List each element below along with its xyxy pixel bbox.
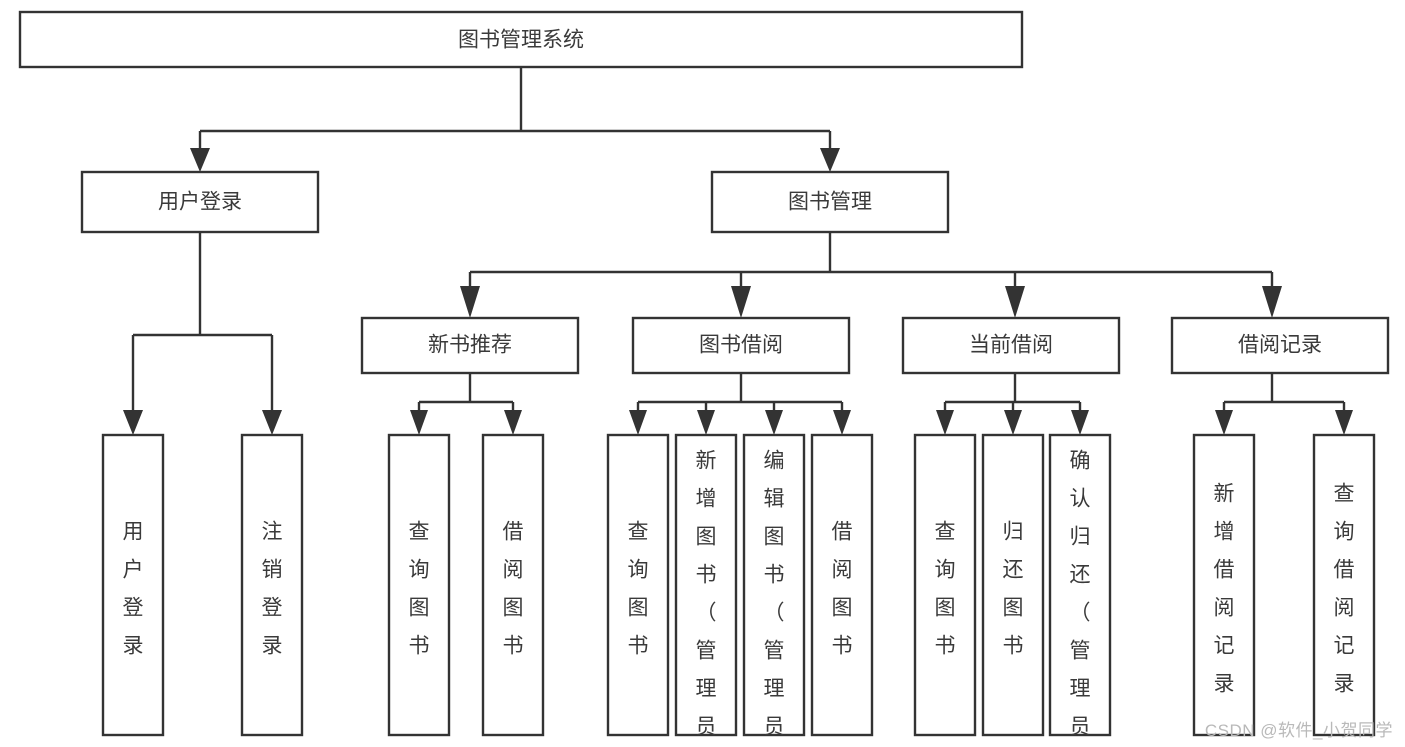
node-book-borrow-label: 图书借阅 bbox=[699, 334, 783, 357]
node-leaf-logout-login[interactable]: 注销登录 bbox=[240, 433, 304, 737]
arrow-head-icon bbox=[1071, 410, 1089, 435]
node-root-label: 图书管理系统 bbox=[458, 29, 584, 52]
node-book-borrow[interactable]: 图书借阅 bbox=[631, 316, 851, 375]
node-leaf-query-book-2-label: 查询图书 bbox=[628, 521, 649, 658]
node-leaf-add-record-box[interactable] bbox=[1192, 433, 1256, 737]
node-leaf-confirm-return-label: 确认归还（管理员） bbox=[1070, 449, 1091, 747]
node-root[interactable]: 图书管理系统 bbox=[18, 10, 1024, 69]
arrow-head-icon bbox=[629, 410, 647, 435]
node-borrow-record-box[interactable] bbox=[1170, 316, 1390, 375]
node-borrow-record-label: 借阅记录 bbox=[1238, 334, 1322, 357]
node-leaf-logout-login-label: 注销登录 bbox=[262, 521, 283, 658]
arrow-head-icon bbox=[765, 410, 783, 435]
node-leaf-query-book-1[interactable]: 查询图书 bbox=[387, 433, 451, 737]
node-leaf-add-record[interactable]: 新增借阅记录 bbox=[1192, 433, 1256, 737]
node-leaf-add-book[interactable]: 新增图书（管理员） bbox=[674, 433, 738, 747]
arrow-head-icon bbox=[460, 286, 480, 318]
node-user-login[interactable]: 用户登录 bbox=[80, 170, 320, 234]
node-leaf-add-book-label: 新增图书（管理员） bbox=[696, 449, 717, 747]
arrow-head-icon bbox=[1215, 410, 1233, 435]
node-book-manage-label: 图书管理 bbox=[788, 191, 872, 214]
arrow-head-icon bbox=[833, 410, 851, 435]
arrow-head-icon bbox=[410, 410, 428, 435]
node-leaf-logout-login-box[interactable] bbox=[240, 433, 304, 737]
node-root-box[interactable] bbox=[18, 10, 1024, 69]
node-user-login-label: 用户登录 bbox=[158, 191, 242, 214]
node-leaf-edit-book-label: 编辑图书（管理员） bbox=[764, 449, 785, 747]
node-leaf-edit-book-box[interactable] bbox=[742, 433, 806, 737]
arrow-head-icon bbox=[1335, 410, 1353, 435]
arrow-head-icon bbox=[504, 410, 522, 435]
arrow-head-icon bbox=[731, 286, 751, 318]
node-leaf-user-login-box[interactable] bbox=[101, 433, 165, 737]
node-leaf-query-book-2[interactable]: 查询图书 bbox=[606, 433, 670, 737]
node-leaf-query-book-2-box[interactable] bbox=[606, 433, 670, 737]
arrow-head-icon bbox=[123, 410, 143, 435]
arrow-head-icon bbox=[190, 148, 210, 172]
node-leaf-confirm-return-box[interactable] bbox=[1048, 433, 1112, 737]
node-book-borrow-box[interactable] bbox=[631, 316, 851, 375]
node-leaf-return-book-box[interactable] bbox=[981, 433, 1045, 737]
node-leaf-query-record-label: 查询借阅记录 bbox=[1334, 483, 1355, 696]
connector-layer bbox=[123, 67, 1353, 435]
node-new-book-recommend-box[interactable] bbox=[360, 316, 580, 375]
node-current-borrow-box[interactable] bbox=[901, 316, 1121, 375]
node-borrow-record[interactable]: 借阅记录 bbox=[1170, 316, 1390, 375]
arrow-head-icon bbox=[1005, 286, 1025, 318]
node-leaf-return-book[interactable]: 归还图书 bbox=[981, 433, 1045, 737]
node-current-borrow[interactable]: 当前借阅 bbox=[901, 316, 1121, 375]
node-leaf-borrow-book-1[interactable]: 借阅图书 bbox=[481, 433, 545, 737]
node-leaf-return-book-label: 归还图书 bbox=[1003, 521, 1024, 658]
arrow-head-icon bbox=[1004, 410, 1022, 435]
node-leaf-add-record-label: 新增借阅记录 bbox=[1214, 483, 1235, 696]
node-new-book-recommend[interactable]: 新书推荐 bbox=[360, 316, 580, 375]
arrow-head-icon bbox=[262, 410, 282, 435]
node-book-manage[interactable]: 图书管理 bbox=[710, 170, 950, 234]
node-leaf-confirm-return[interactable]: 确认归还（管理员） bbox=[1048, 433, 1112, 747]
arrow-head-icon bbox=[936, 410, 954, 435]
node-leaf-edit-book[interactable]: 编辑图书（管理员） bbox=[742, 433, 806, 747]
node-leaf-user-login[interactable]: 用户登录 bbox=[101, 433, 165, 737]
node-new-book-recommend-label: 新书推荐 bbox=[428, 334, 512, 357]
node-leaf-borrow-book-2-label: 借阅图书 bbox=[832, 521, 853, 658]
node-leaf-borrow-book-2[interactable]: 借阅图书 bbox=[810, 433, 874, 737]
node-leaf-borrow-book-2-box[interactable] bbox=[810, 433, 874, 737]
node-leaf-query-book-1-box[interactable] bbox=[387, 433, 451, 737]
node-leaf-add-book-box[interactable] bbox=[674, 433, 738, 737]
node-user-login-box[interactable] bbox=[80, 170, 320, 234]
arrow-head-icon bbox=[697, 410, 715, 435]
node-current-borrow-label: 当前借阅 bbox=[969, 334, 1053, 357]
node-book-manage-box[interactable] bbox=[710, 170, 950, 234]
node-leaf-user-login-label: 用户登录 bbox=[123, 521, 144, 658]
arrow-head-icon bbox=[820, 148, 840, 172]
node-leaf-query-record[interactable]: 查询借阅记录 bbox=[1312, 433, 1376, 737]
node-leaf-query-book-3[interactable]: 查询图书 bbox=[913, 433, 977, 737]
node-leaf-query-book-3-label: 查询图书 bbox=[935, 521, 956, 658]
node-leaf-query-book-1-label: 查询图书 bbox=[409, 521, 430, 658]
node-leaf-borrow-book-1-box[interactable] bbox=[481, 433, 545, 737]
node-leaf-query-book-3-box[interactable] bbox=[913, 433, 977, 737]
leaf-nodes-layer: 用户登录 注销登录 查询图书 借阅图书 查询图书 新增图书（管理员） bbox=[101, 433, 1376, 747]
node-leaf-query-record-box[interactable] bbox=[1312, 433, 1376, 737]
node-leaf-borrow-book-1-label: 借阅图书 bbox=[503, 521, 524, 658]
csdn-watermark: CSDN @软件_小贺同学 bbox=[1204, 721, 1393, 740]
arrow-head-icon bbox=[1262, 286, 1282, 318]
